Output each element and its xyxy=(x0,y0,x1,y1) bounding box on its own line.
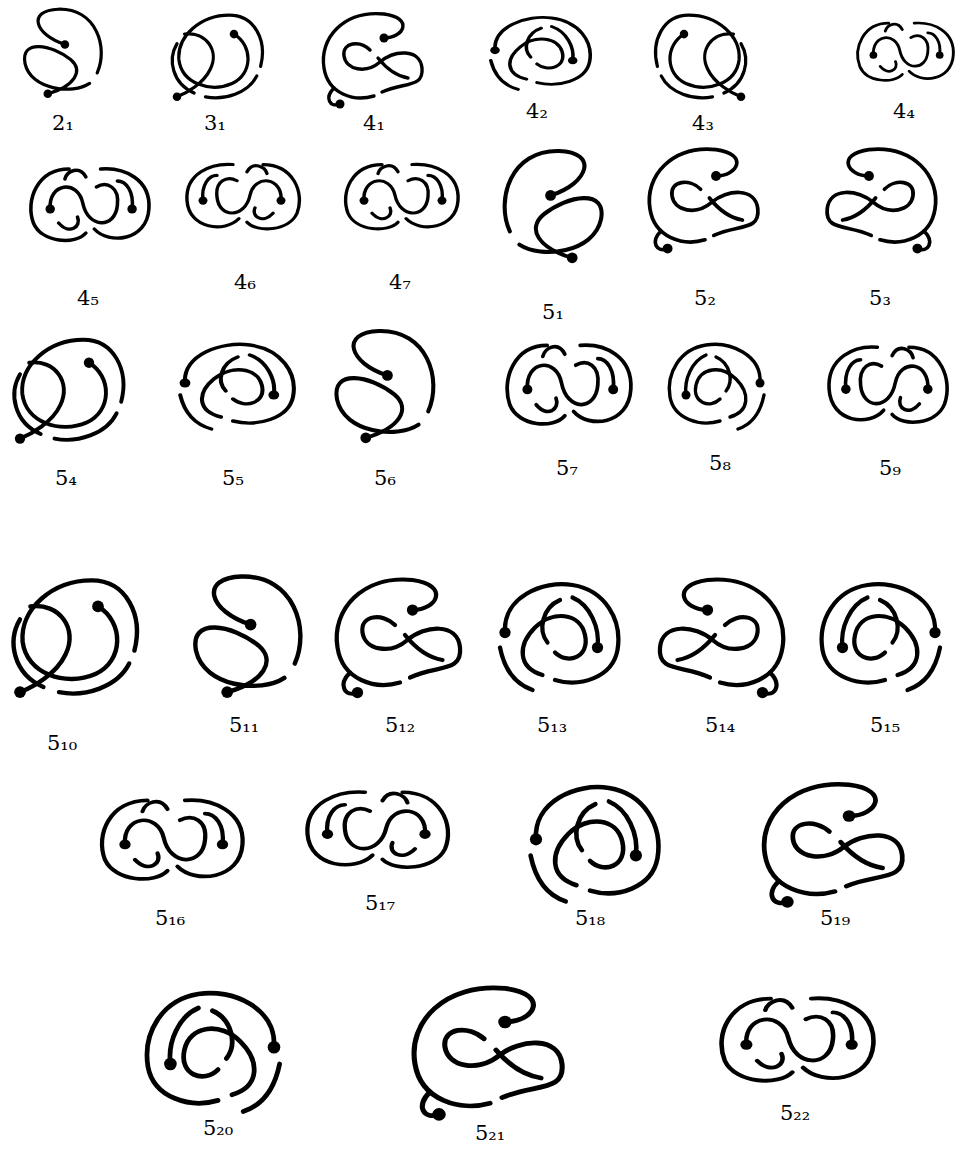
knotoid-figure xyxy=(827,149,936,253)
knotoid-figure xyxy=(656,15,746,101)
knotoid-figure xyxy=(31,169,149,241)
knotoid-label: 5₁₆ xyxy=(155,908,185,929)
knotoid-label: 5₉ xyxy=(879,458,901,479)
knotoid-label: 4₇ xyxy=(389,272,411,293)
knotoid-label: 4₂ xyxy=(526,101,548,122)
knotoid-label: 4₁ xyxy=(363,113,385,134)
knotoid-figure xyxy=(187,164,300,228)
knotoid-label: 5₈ xyxy=(709,453,731,474)
knotoid-label: 5₂₀ xyxy=(203,1118,233,1139)
knotoid-figure xyxy=(147,993,280,1112)
knotoid-label: 5₁₇ xyxy=(365,893,395,914)
knotoid-label: 5₁₅ xyxy=(870,715,900,736)
knotoid-label: 5₁₄ xyxy=(705,715,735,736)
knotoid-figure xyxy=(323,14,422,109)
knotoid-label: 4₅ xyxy=(77,288,99,309)
knotoid-figure xyxy=(337,580,460,699)
knotoid-label: 5₂₁ xyxy=(475,1123,505,1144)
knotoid-figure xyxy=(336,331,433,443)
knotoid-label: 5₆ xyxy=(374,468,396,489)
knotoid-figure xyxy=(346,164,459,228)
knotoid-label: 5₁₉ xyxy=(820,908,850,929)
knotoid-figure xyxy=(858,23,954,80)
knotoid-figure xyxy=(505,151,602,263)
knotoid-label: 5₁₁ xyxy=(229,715,259,736)
knotoid-figure xyxy=(829,347,947,422)
knotoid-figure xyxy=(722,998,874,1080)
knotoid-label: 2₁ xyxy=(52,113,74,134)
knotoid-label: 3₁ xyxy=(204,113,226,134)
knotoid-figure xyxy=(102,800,243,879)
knotoid-label: 5₁₀ xyxy=(47,733,77,754)
knotoid-label: 5₄ xyxy=(55,468,77,489)
knotoid-label: 5₂₂ xyxy=(780,1103,810,1124)
knotoid-label: 4₃ xyxy=(692,113,714,134)
knotoid-figure xyxy=(180,344,294,429)
knotoid-figure xyxy=(14,580,137,698)
knotoid-label: 5₃ xyxy=(869,288,891,309)
knotoid-figure xyxy=(499,584,618,690)
knotoid-figure xyxy=(14,340,123,444)
knotoid-label: 5₁ xyxy=(542,302,564,323)
knotoid-label: 5₇ xyxy=(556,458,578,479)
knotoid-figure xyxy=(660,580,783,699)
knotoid-label: 5₅ xyxy=(222,468,244,489)
knotoid-figure xyxy=(764,784,902,907)
knotoid-label: 5₁₂ xyxy=(385,715,415,736)
knotoid-figure xyxy=(507,345,631,424)
knotoid-label: 5₂ xyxy=(694,288,716,309)
knotoid-label: 5₁₃ xyxy=(537,715,567,736)
knotoid-figure xyxy=(822,584,941,690)
knotoid-figure xyxy=(195,576,300,698)
knotoid-figure xyxy=(25,9,102,98)
knotoid-label: 4₆ xyxy=(234,272,256,293)
knotoid-figure xyxy=(669,344,764,429)
knotoid-figure xyxy=(172,15,262,101)
knotoid-figure xyxy=(307,792,448,867)
knotoid-label: 4₄ xyxy=(893,101,915,122)
knotoid-label: 5₁₈ xyxy=(575,908,605,929)
knotoid-figure xyxy=(414,988,562,1121)
knotoid-figure xyxy=(649,149,758,253)
knotoid-figure xyxy=(490,17,590,89)
knotoid-figure xyxy=(530,787,658,901)
